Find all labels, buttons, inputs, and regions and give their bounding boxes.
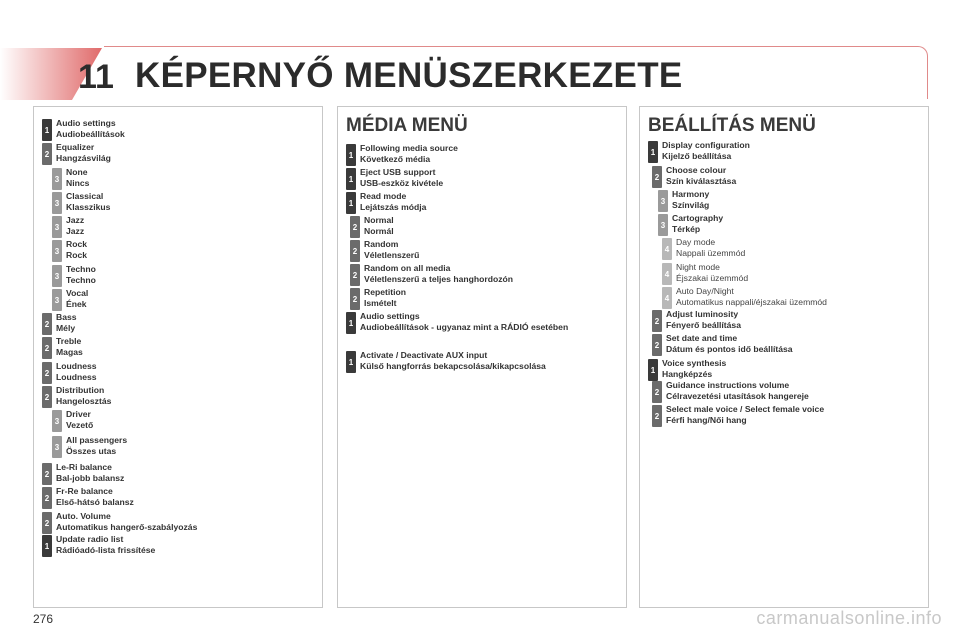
level-badge: 1 xyxy=(648,141,658,163)
level-badge: 2 xyxy=(350,216,360,238)
level-badge: 3 xyxy=(658,190,668,212)
level-badge: 1 xyxy=(42,535,52,557)
level-badge: 2 xyxy=(42,463,52,485)
header-frame-line xyxy=(104,46,928,99)
level-badge: 3 xyxy=(52,265,62,287)
level-badge: 4 xyxy=(662,238,672,260)
level-badge: 1 xyxy=(346,351,356,373)
settings-menu-title: BEÁLLÍTÁS MENÜ xyxy=(648,115,816,136)
page-number: 276 xyxy=(33,612,54,626)
chapter-tab-shape xyxy=(0,48,102,100)
media-menu-title: MÉDIA MENÜ xyxy=(346,115,468,136)
level-badge: 2 xyxy=(350,264,360,286)
level-badge: 1 xyxy=(42,119,52,141)
level-badge: 4 xyxy=(662,287,672,309)
level-badge: 3 xyxy=(52,410,62,432)
level-badge: 2 xyxy=(42,337,52,359)
level-badge: 4 xyxy=(662,263,672,285)
chapter-number: 11 xyxy=(78,58,114,96)
level-badge: 2 xyxy=(42,512,52,534)
level-badge: 3 xyxy=(52,289,62,311)
level-badge: 2 xyxy=(350,240,360,262)
level-badge: 1 xyxy=(346,144,356,166)
level-badge: 2 xyxy=(652,166,662,188)
level-badge: 2 xyxy=(42,362,52,384)
level-badge: 2 xyxy=(42,313,52,335)
level-badge: 2 xyxy=(652,381,662,403)
level-badge: 1 xyxy=(346,192,356,214)
level-badge: 2 xyxy=(350,288,360,310)
level-badge: 2 xyxy=(652,405,662,427)
level-badge: 2 xyxy=(652,334,662,356)
level-badge: 1 xyxy=(648,359,658,381)
level-badge: 3 xyxy=(52,240,62,262)
level-badge: 2 xyxy=(42,143,52,165)
level-badge: 3 xyxy=(52,192,62,214)
level-badge: 3 xyxy=(52,216,62,238)
watermark: carmanualsonline.info xyxy=(756,608,942,628)
level-badge: 1 xyxy=(346,312,356,334)
level-badge: 3 xyxy=(658,214,668,236)
level-badge: 2 xyxy=(652,310,662,332)
level-badge: 2 xyxy=(42,386,52,408)
page-title: KÉPERNYŐ MENÜSZERKEZETE xyxy=(135,56,683,95)
level-badge: 3 xyxy=(52,436,62,458)
level-badge: 3 xyxy=(52,168,62,190)
level-badge: 2 xyxy=(42,487,52,509)
level-badge: 1 xyxy=(346,168,356,190)
